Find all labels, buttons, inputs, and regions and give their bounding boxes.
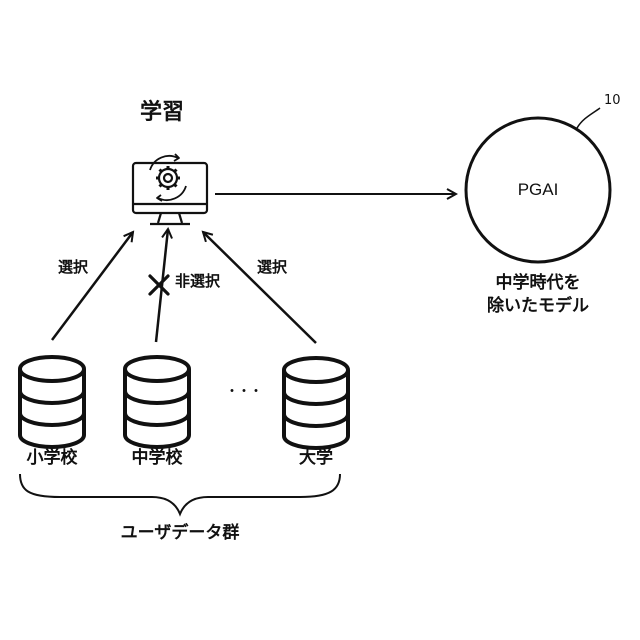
edge-label-right: 選択 bbox=[257, 260, 287, 275]
edge-label-middle: 非選択 bbox=[175, 274, 220, 289]
database-label-junior-high: 中学校 bbox=[132, 450, 183, 467]
database-label-elementary: 小学校 bbox=[27, 450, 78, 467]
model-caption-line2: 除いたモデル bbox=[487, 298, 589, 315]
arrow-left-selected bbox=[52, 232, 133, 340]
model-caption-line1: 中学時代を bbox=[496, 275, 581, 292]
edge-label-left: 選択 bbox=[58, 260, 88, 275]
database-label-university: 大学 bbox=[299, 450, 333, 467]
database-stack-icon bbox=[125, 357, 189, 447]
database-stack-icon bbox=[284, 358, 348, 448]
ellipsis: ・・・ bbox=[225, 385, 261, 399]
monitor-gear-icon bbox=[133, 154, 207, 224]
group-brace bbox=[20, 474, 340, 514]
group-label: ユーザデータ群 bbox=[121, 525, 240, 542]
reference-number: 10 bbox=[604, 94, 621, 107]
model-name: PGAI bbox=[518, 181, 559, 198]
database-stack-icon bbox=[20, 357, 84, 447]
cross-mark-icon bbox=[150, 276, 168, 294]
reference-leader-line bbox=[577, 108, 600, 128]
learning-label: 学習 bbox=[140, 102, 184, 124]
